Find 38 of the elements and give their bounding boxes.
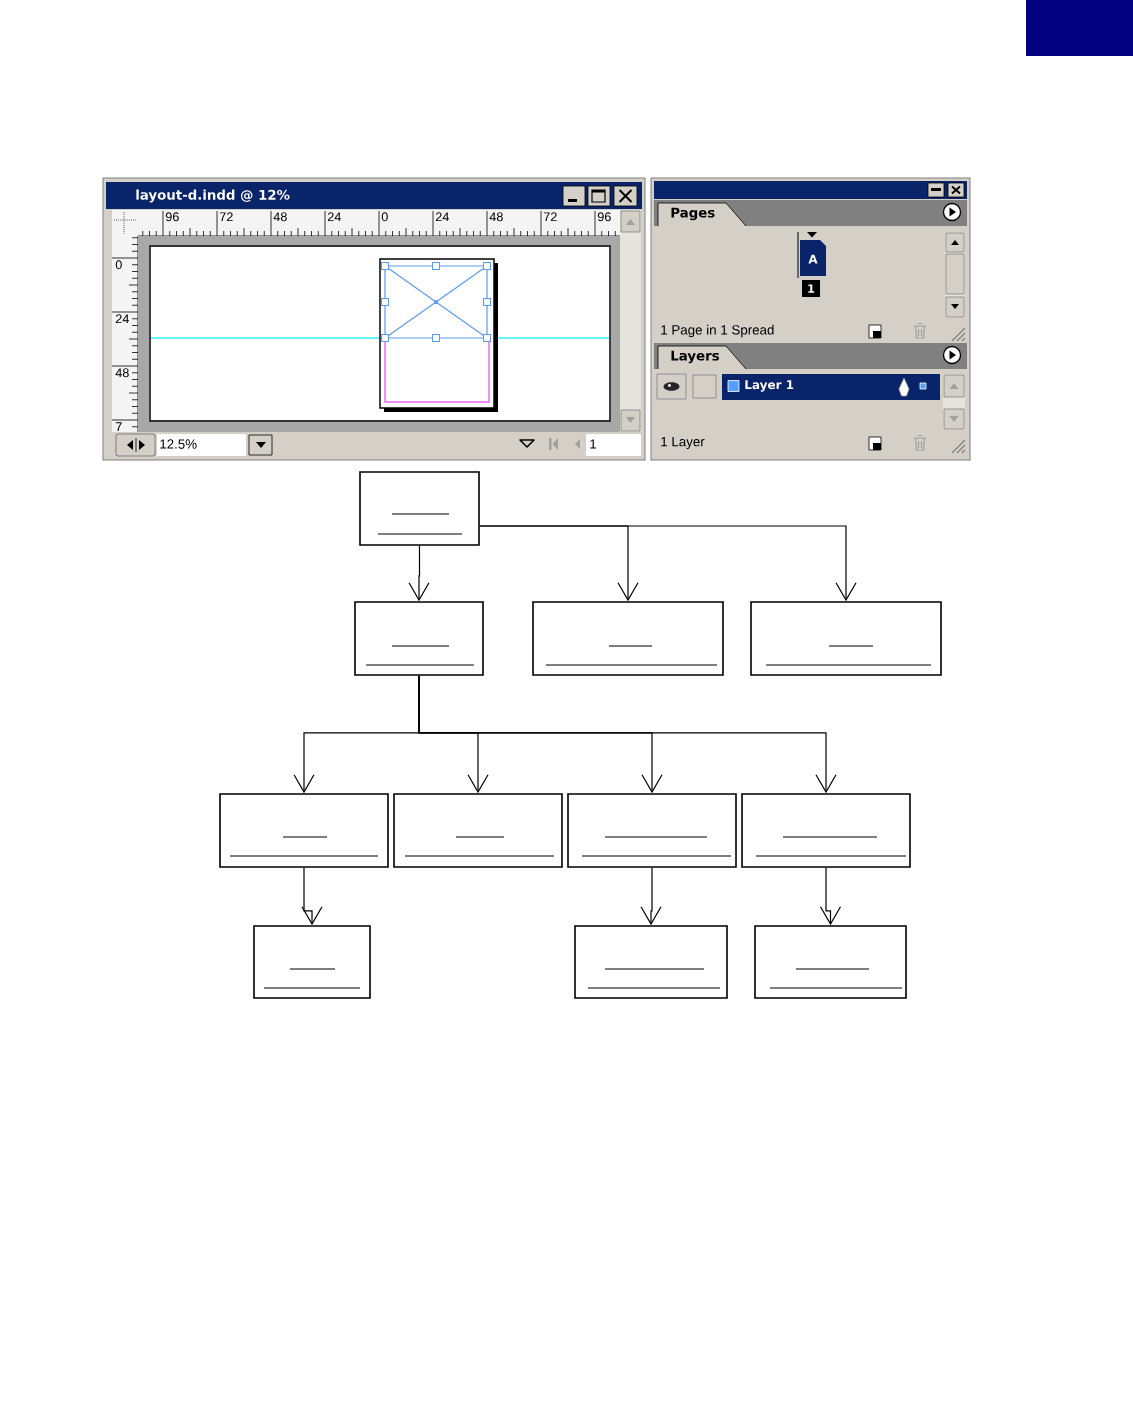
ruler-number: 24 — [115, 314, 129, 324]
chart-box — [354, 601, 484, 676]
ruler-number: 24 — [327, 212, 341, 222]
ruler-number: 0 — [381, 212, 388, 222]
arrow — [418, 675, 837, 794]
chart-box — [359, 471, 480, 546]
ruler-number: 72 — [219, 212, 233, 222]
chart-box — [754, 925, 907, 999]
chart-box — [750, 601, 942, 676]
ruler-number: 48 — [273, 212, 287, 222]
ruler-number: 48 — [115, 368, 129, 378]
chart-box — [567, 793, 737, 868]
ruler-number: 48 — [489, 212, 503, 222]
layer-name: Layer 1 — [745, 380, 794, 392]
page-field: 1 — [586, 434, 641, 456]
page-number-badge: 1 — [802, 280, 820, 297]
arrow — [301, 867, 323, 926]
arrow — [479, 525, 857, 602]
ruler-number: 96 — [597, 212, 611, 222]
chart-box — [532, 601, 724, 676]
page-thumbnail: A — [797, 231, 826, 279]
chart-box — [253, 925, 371, 999]
chart-box — [574, 925, 728, 999]
chart-box — [393, 793, 563, 868]
arrow — [819, 867, 842, 926]
chart-box — [219, 793, 389, 868]
ruler-number: 0 — [115, 260, 122, 270]
status-text: 1 Page in 1 Spread — [661, 324, 774, 338]
ruler-number: 96 — [165, 212, 179, 222]
zoom-field: 12.5% — [157, 434, 246, 456]
arrow — [640, 867, 662, 926]
arrow — [408, 545, 430, 602]
ruler-number: 24 — [435, 212, 449, 222]
chart-box — [741, 793, 911, 868]
ruler-number: 7 — [115, 422, 122, 431]
ruler-number: 72 — [543, 212, 557, 222]
status-text: 1 Layer — [661, 437, 705, 449]
window-title: layout-d.indd @ 12% — [136, 189, 290, 203]
